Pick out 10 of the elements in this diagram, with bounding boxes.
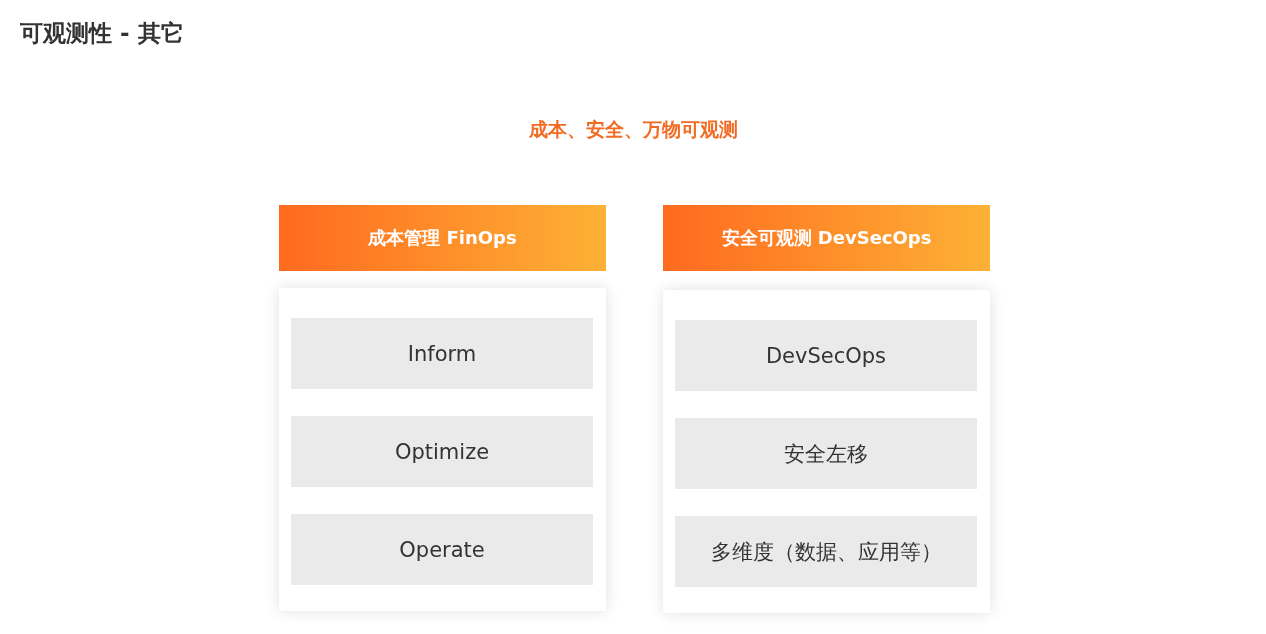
subtitle: 成本、安全、万物可观测 (528, 118, 738, 140)
header-band: 成本管理 FinOps (279, 205, 606, 271)
slide-title: 可观测性 - 其它 (20, 19, 184, 48)
item-label: 安全左移 (784, 440, 868, 468)
header-band: 安全可观测 DevSecOps (663, 205, 990, 271)
item-label: 多维度（数据、应用等） (710, 538, 942, 566)
item-label: Optimize (394, 439, 490, 464)
item-label: Inform (407, 341, 477, 366)
item-label: Operate (399, 537, 485, 562)
item-label: DevSecOps (765, 343, 887, 368)
